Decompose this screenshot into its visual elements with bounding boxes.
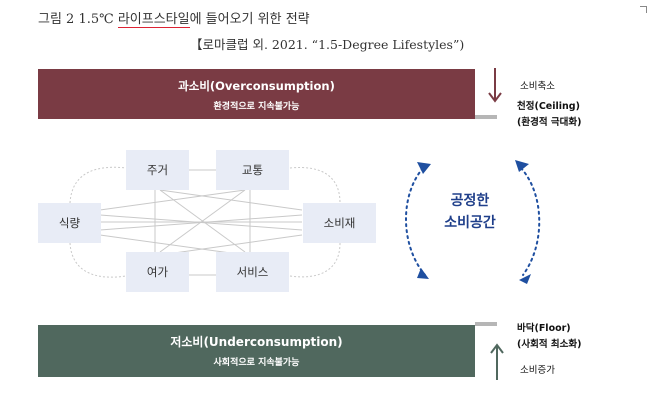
underconsumption-title: 저소비(Underconsumption) [170, 335, 343, 349]
reduce-consumption-label: 소비축소 [520, 81, 555, 92]
leisure-box: 여가 [126, 252, 189, 292]
fair-space-line2: 소비공간 [444, 215, 496, 231]
increase-consumption-label: 소비증가 [520, 365, 555, 376]
floor-sub-label: (사회적 최소화) [517, 339, 582, 350]
ceiling-shelf [475, 115, 497, 119]
circular-arrows-icon [405, 160, 541, 284]
floor-label: 바닥(Floor) [517, 323, 571, 334]
floor-shelf [475, 322, 497, 326]
housing-box: 주거 [126, 150, 189, 190]
down-arrow-icon [488, 68, 502, 103]
ceiling-label: 천정(Ceiling) [517, 101, 580, 112]
caption-suffix: 에 들어오기 위한 전략 [189, 12, 310, 27]
ceiling-sub-label: (환경적 극대화) [517, 117, 582, 128]
food-box: 식량 [38, 203, 101, 243]
overconsumption-title: 과소비(Overconsumption) [178, 79, 335, 93]
caption-underlined-word: 라이프스타일 [117, 12, 190, 28]
underconsumption-subtitle: 사회적으로 지속불가능 [213, 358, 300, 368]
transport-box: 교통 [216, 150, 289, 190]
figure-caption: 그림 2 1.5℃ 라이프스타일에 들어오기 위한 전략 [38, 8, 310, 28]
underconsumption-band: 저소비(Underconsumption) 사회적으로 지속불가능 [38, 325, 475, 377]
overconsumption-band: 과소비(Overconsumption) 환경적으로 지속불가능 [38, 69, 475, 119]
overconsumption-subtitle: 환경적으로 지속불가능 [213, 102, 300, 112]
page-corner-mark [640, 6, 647, 13]
up-arrow-icon [490, 343, 504, 380]
fair-consumption-space: 공정한 소비공간 [430, 190, 510, 234]
consumer-goods-box: 소비재 [303, 203, 376, 243]
caption-prefix: 그림 2 1.5℃ [38, 12, 118, 27]
services-box: 서비스 [216, 252, 289, 292]
figure-source: 【로마클럽 외. 2021. “1.5-Degree Lifestyles”) [190, 37, 465, 52]
fair-space-line1: 공정한 [450, 193, 490, 209]
